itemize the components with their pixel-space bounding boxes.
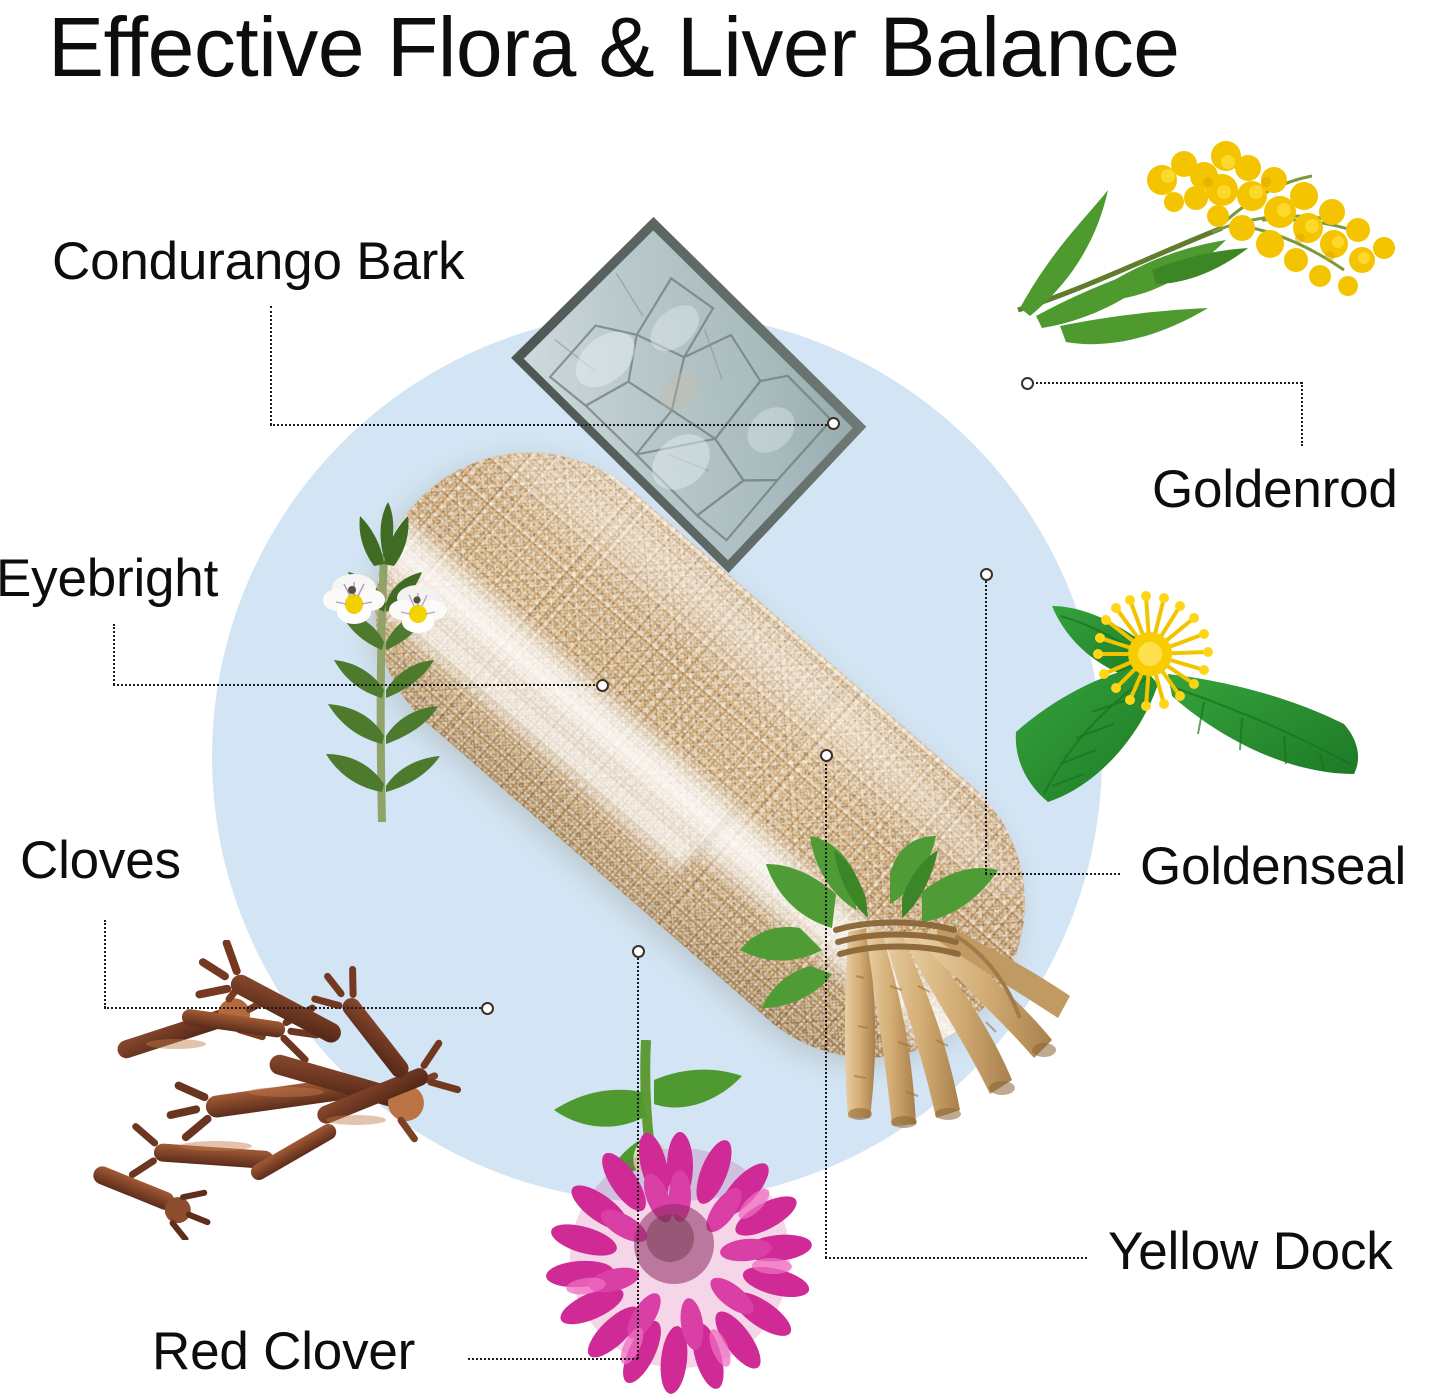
leader-yellowdock-horizontal [825,1257,1087,1259]
eyebright-image [296,492,476,823]
dot-goldenseal [979,567,993,581]
leader-eyebright-horizontal [113,684,603,686]
dot-condurango-bark [826,416,840,430]
leader-goldenrod-vertical [1301,382,1303,446]
leader-condurango-horizontal [270,424,834,426]
label-red-clover: Red Clover [152,1322,416,1381]
label-condurango-bark: Condurango Bark [52,232,465,291]
page-title: Effective Flora & Liver Balance [48,0,1180,94]
leader-redclover-horizontal [468,1358,638,1360]
label-yellow-dock: Yellow Dock [1108,1222,1393,1281]
dot-red-clover [631,944,645,958]
dot-eyebright [595,678,609,692]
dot-yellow-dock [819,748,833,762]
red-clover-image [530,1039,830,1395]
leader-cloves-horizontal [104,1007,488,1009]
goldenrod-image [1012,120,1432,380]
leader-condurango-vertical [270,306,272,425]
leader-yellowdock-vertical [825,755,827,1258]
label-cloves: Cloves [20,831,181,890]
leader-redclover-vertical [637,951,639,1359]
label-eyebright: Eyebright [0,549,219,608]
label-goldenseal: Goldenseal [1140,837,1407,896]
leader-goldenseal-vertical [985,574,987,874]
leader-eyebright-vertical [113,624,115,685]
leader-goldenseal-horizontal [985,873,1120,875]
label-goldenrod: Goldenrod [1152,460,1398,519]
cloves-image [56,939,496,1243]
dot-cloves [480,1001,494,1015]
leader-cloves-vertical [104,920,106,1008]
condurango-bark-image [492,196,892,616]
dot-goldenrod [1020,376,1034,390]
goldenseal-image [992,562,1392,842]
leader-goldenrod-horizontal [1027,382,1302,384]
